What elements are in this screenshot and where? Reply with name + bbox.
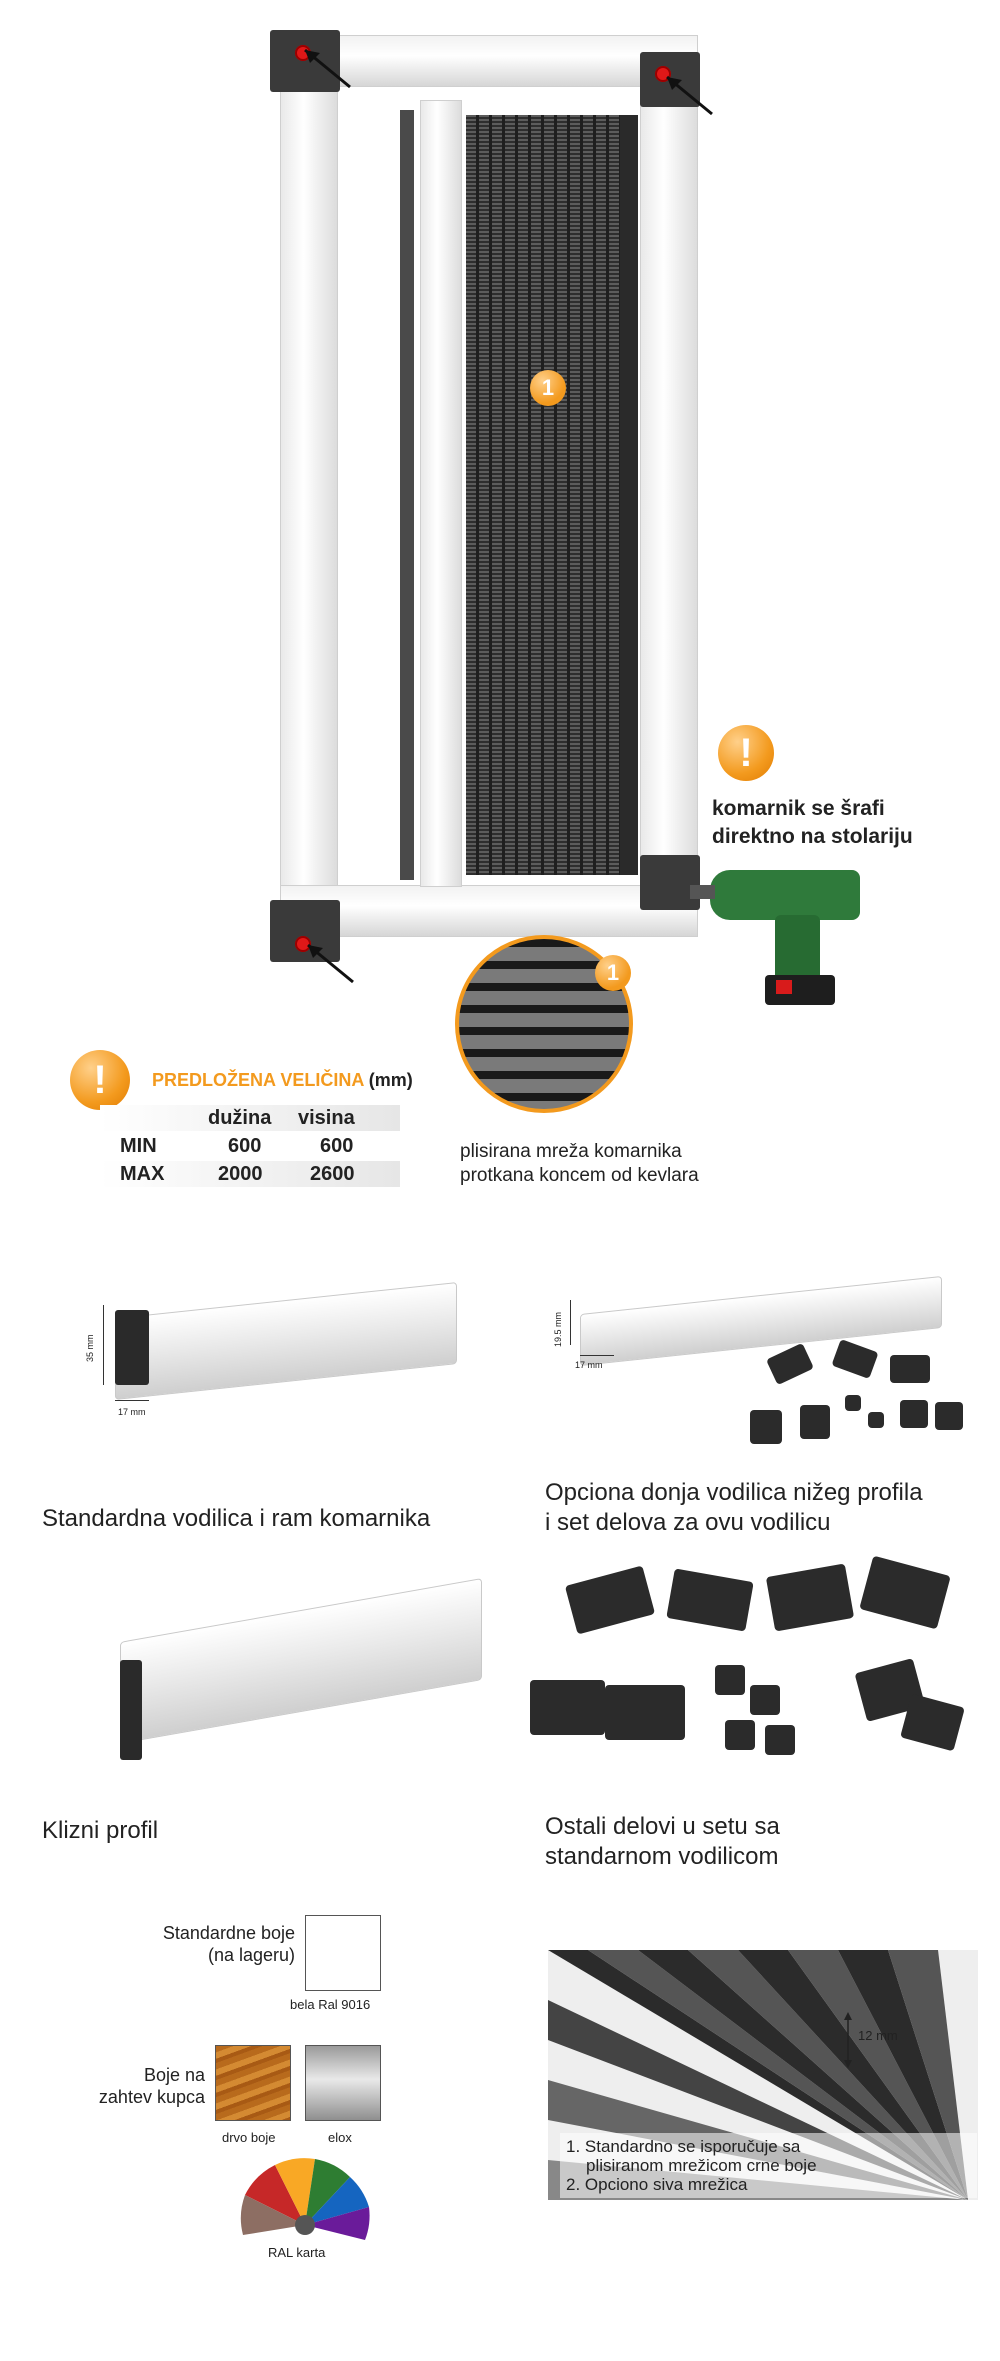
col-height: visina [298, 1107, 355, 1129]
optional-dim-width: 17 mm [575, 1360, 603, 1370]
standard-parts-image [520, 1555, 980, 1785]
standard-dim-height: 35 mm [85, 1334, 95, 1362]
corner-top-left [270, 30, 340, 92]
size-table: ! PREDLOŽENA VELIČINA (mm) dužina visina… [70, 1050, 413, 1190]
elox-label: elox [328, 2130, 352, 2145]
custom-colors-label: Boje na zahtev kupca [98, 2065, 205, 2107]
white-swatch [305, 1915, 381, 1991]
drill-icon [690, 860, 870, 1010]
product-illustration: 1 ! komarnik se šrafi direktno na stolar… [0, 0, 1000, 1186]
ral-label: RAL karta [268, 2245, 326, 2260]
optional-caption: Opciona donja vodilica nižeg profila i s… [545, 1479, 923, 1536]
frame-right [640, 55, 698, 897]
screw-point-icon [295, 936, 311, 952]
optional-parts-image [740, 1339, 970, 1460]
pleat-dim-marker [844, 2012, 852, 2068]
pleat-dim-label: 12 mm [858, 2028, 898, 2043]
arrow-icon [666, 75, 713, 116]
drill-note: komarnik se šrafi direktno na stolariju [712, 797, 913, 848]
marker-one-icon: 1 [530, 370, 566, 406]
table-row: MAX 2000 2600 [100, 1161, 400, 1187]
wood-swatch [215, 2045, 291, 2121]
mesh-frame [620, 115, 638, 875]
optional-dim-height: 19.5 mm [553, 1311, 563, 1347]
standard-rail-image [100, 1270, 480, 1430]
standard-colors-label: Standardne boje (na lageru) [162, 1923, 295, 1965]
standard-caption: Standardna vodilica i ram komarnika [42, 1505, 431, 1532]
warning-icon: ! [70, 1050, 130, 1110]
sliding-caption: Klizni profil [42, 1817, 159, 1844]
optional-rail-image [550, 1255, 950, 1395]
size-table-header [100, 1105, 400, 1131]
col-length: dužina [208, 1107, 272, 1129]
size-table-title: PREDLOŽENA VELIČINA (mm) [152, 1070, 413, 1090]
white-label: bela Ral 9016 [290, 1997, 371, 2012]
pleated-mesh [466, 115, 636, 875]
warning-icon: ! [718, 725, 774, 781]
frame-bottom [280, 885, 698, 937]
pleat-note: 1. Standardno se isporučuje sa plisirano… [560, 2133, 977, 2198]
table-row: MIN 600 600 [120, 1135, 354, 1157]
arrow-icon [304, 48, 351, 89]
sliding-profile [420, 100, 462, 887]
wood-label: drvo boje [222, 2130, 276, 2145]
ral-fan-icon [240, 2158, 370, 2240]
parts-caption: Ostali delovi u setu sa standarnom vodil… [545, 1813, 780, 1870]
marker-one-icon: 1 [595, 955, 631, 991]
corner-bottom-right [640, 855, 700, 910]
standard-dim-width: 17 mm [118, 1407, 146, 1417]
sliding-profile-image [100, 1565, 500, 1760]
frame-top [280, 35, 698, 87]
arrow-icon [307, 943, 354, 984]
frame-left [280, 55, 338, 937]
zoom-caption: plisirana mreža komarnika protkana konce… [460, 1141, 699, 1186]
elox-swatch [305, 2045, 381, 2121]
screw-point-icon [295, 45, 311, 61]
brush-strip [400, 110, 414, 880]
